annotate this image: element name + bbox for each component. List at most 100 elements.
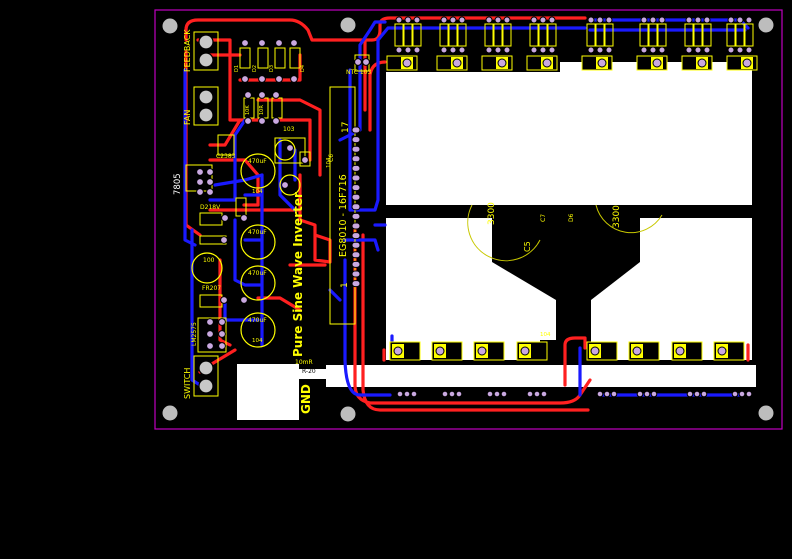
resistor-pad xyxy=(658,46,666,54)
pad xyxy=(206,178,214,186)
pad xyxy=(272,117,280,125)
ic-pin-pad xyxy=(351,145,361,153)
fr207-label: FR207 xyxy=(202,285,221,292)
mosfet-pin-pad xyxy=(396,390,404,398)
pad xyxy=(241,39,249,47)
bottom-layer-traces xyxy=(183,18,750,397)
mosfet-top xyxy=(681,55,713,71)
lm2575-label: LM2575 xyxy=(191,322,198,346)
resistor-pad xyxy=(449,16,457,24)
cap-470-2: 470uF xyxy=(248,229,267,236)
gate-resistor xyxy=(586,23,596,47)
gate-resistor-group xyxy=(529,16,557,54)
mosfet-pin-pad xyxy=(650,390,658,398)
d6-label: D6 xyxy=(568,213,575,222)
pad xyxy=(290,75,298,83)
gate-resistor xyxy=(493,23,503,47)
gate-resistor-group xyxy=(586,16,614,54)
cap-3300-right: 3300 xyxy=(612,205,622,228)
gate-resistor xyxy=(439,23,449,47)
mosfet-pin-pad xyxy=(526,390,534,398)
gate-resistor xyxy=(529,23,539,47)
shunt-value: 10mR xyxy=(295,359,313,366)
mosfet-top xyxy=(526,55,558,71)
c5-label: C5 xyxy=(523,241,532,252)
resistor-pad xyxy=(485,16,493,24)
mosfet-pin-pad xyxy=(403,390,411,398)
resistor-pad xyxy=(587,16,595,24)
mosfet-hole xyxy=(717,346,727,356)
gate-resistor-group xyxy=(394,16,422,54)
resistor-pad xyxy=(458,46,466,54)
mosfet-hole xyxy=(652,58,662,68)
gate-resistor-group xyxy=(639,16,667,54)
mosfet-hole xyxy=(675,346,685,356)
c6-label: C6 xyxy=(328,154,335,162)
pad xyxy=(286,144,294,152)
d4-label: D4 xyxy=(300,65,306,72)
mosfet-top xyxy=(481,55,513,71)
cap-104-top: 104 xyxy=(326,157,332,168)
pad xyxy=(196,178,204,186)
resistor-pad xyxy=(539,16,547,24)
cap-100-label: 100 xyxy=(203,257,215,264)
resistor-pad xyxy=(494,46,502,54)
ic-pin-pad xyxy=(351,184,361,192)
gate-resistor xyxy=(604,23,614,47)
cap-470-1: 470uF xyxy=(248,158,267,165)
ic-pin-pad xyxy=(351,193,361,201)
pad xyxy=(240,296,248,304)
mosfet-pin-pad xyxy=(448,390,456,398)
pad xyxy=(206,188,214,196)
mosfet-bottom xyxy=(671,341,703,361)
gate-resistor-group xyxy=(684,16,712,54)
r-top2-label: 10R xyxy=(259,105,265,115)
mosfet-hole xyxy=(590,346,600,356)
ic-pin-first: 1 xyxy=(340,282,350,288)
cap-470-4: 470uF xyxy=(248,317,267,324)
d3-label: D3 xyxy=(269,65,275,72)
terminal-screws xyxy=(198,34,214,394)
mosfet-pin-pad xyxy=(610,390,618,398)
resistor-pad xyxy=(449,46,457,54)
resistor-pad xyxy=(745,46,753,54)
ic-pin-pad xyxy=(351,136,361,144)
resistor-pad xyxy=(494,16,502,24)
pad xyxy=(258,39,266,47)
resistor-pad xyxy=(530,16,538,24)
resistor-pad xyxy=(605,46,613,54)
gate-resistor xyxy=(538,23,548,47)
resistor-pad xyxy=(458,16,466,24)
ic-pin-pad xyxy=(351,280,361,288)
mosfet-pin-pad xyxy=(533,390,541,398)
pad xyxy=(258,75,266,83)
mosfet-pin-pad xyxy=(410,390,418,398)
pad xyxy=(218,330,226,338)
electrolytic-capacitors xyxy=(191,139,301,348)
resistor-pad xyxy=(658,16,666,24)
gate-resistor xyxy=(412,23,422,47)
mosfet-hole xyxy=(597,58,607,68)
pad xyxy=(301,156,309,164)
mosfet-pin-pad xyxy=(540,390,548,398)
ic-pin-pad xyxy=(351,155,361,163)
pad xyxy=(275,75,283,83)
resistor-pad xyxy=(703,16,711,24)
ic-pin-pad xyxy=(351,232,361,240)
mosfet-pin-pad xyxy=(700,390,708,398)
resistor-pad xyxy=(736,16,744,24)
mosfet-bottom xyxy=(389,341,421,361)
pad xyxy=(354,58,362,66)
pad xyxy=(218,342,226,350)
mosfet-pin-pad xyxy=(596,390,604,398)
pad xyxy=(220,296,228,304)
resistor-pad xyxy=(649,46,657,54)
pad xyxy=(196,188,204,196)
board-title: Pure Sine Wave Inverter xyxy=(291,192,305,357)
gate-resistor xyxy=(657,23,667,47)
mosfet-hole xyxy=(742,58,752,68)
ic-pin-pad xyxy=(351,174,361,182)
mosfet-bottom xyxy=(586,341,618,361)
silkscreen-text: Pure Sine Wave Inverter GND EG8010 - 16F… xyxy=(173,29,622,414)
ic-label: EG8010 - 16F716 xyxy=(338,174,349,257)
